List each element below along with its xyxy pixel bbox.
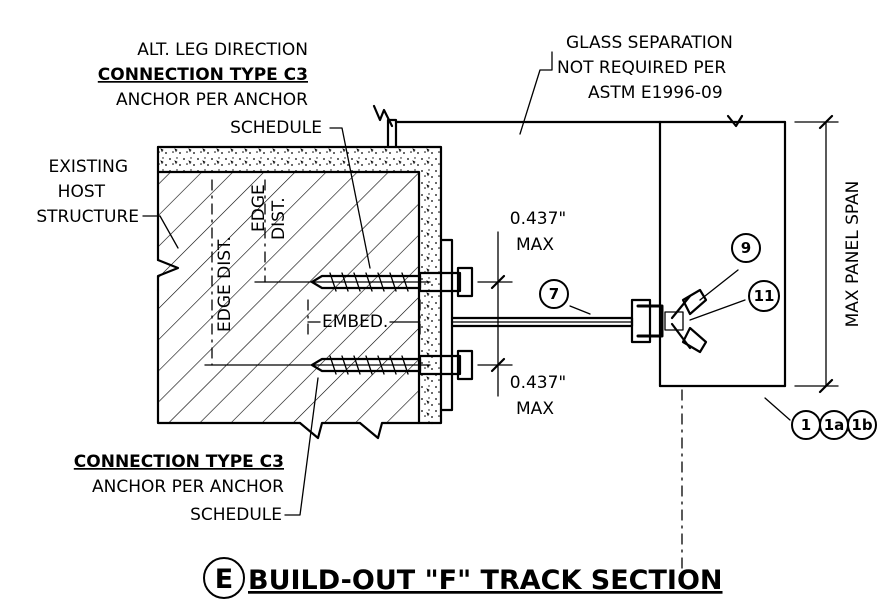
dim-top-label: 0.437" MAX [510,209,567,255]
title-text: BUILD-OUT "F" TRACK SECTION [248,565,723,596]
svg-text:1b: 1b [851,416,872,434]
dim-bot-label: 0.437" MAX [510,373,567,419]
dim-bot-max: MAX [516,399,554,419]
callout-1a: 1a [819,410,849,440]
edge-dist-inner-label-1: EDGE [249,184,269,232]
anchor-top [310,266,474,298]
callout-11: 11 [748,280,780,312]
leaders [142,51,791,516]
existing-label-1: EXISTING [49,157,128,177]
conn-type-bot-label: CONNECTION TYPE C3 [74,452,284,472]
svg-text:11: 11 [754,287,775,305]
edge-dist-inner-label-2: DIST. [269,197,289,240]
conn-type-top-label: CONNECTION TYPE C3 [98,65,308,85]
alt-leg-label: ALT. LEG DIRECTION [137,40,308,60]
glass-separation-label: GLASS SEPARATION NOT REQUIRED PER ASTM E… [557,33,733,103]
alt-leg-stud [372,104,787,149]
dim-437-lines [477,231,513,397]
break-line-left [156,258,180,292]
top-left-callout: ALT. LEG DIRECTION CONNECTION TYPE C3 AN… [98,40,322,138]
glass-label-3: ASTM E1996-09 [588,83,723,103]
dim-bot-value: 0.437" [510,373,567,393]
f-track-clip [630,288,708,354]
dim-top-max: MAX [516,235,554,255]
callout-9: 9 [731,233,761,263]
svg-text:7: 7 [549,285,559,303]
glass-label-2: NOT REQUIRED PER [557,58,726,78]
callout-7: 7 [539,279,569,309]
anchor-bot-label-1: ANCHOR PER ANCHOR [92,477,284,497]
bottom-left-callout: CONNECTION TYPE C3 ANCHOR PER ANCHOR SCH… [74,452,284,525]
stucco-side [419,172,441,423]
edge-dist-outer-label: EDGE DIST. [215,236,235,332]
anchor-bot-label-2: SCHEDULE [190,505,282,525]
stucco-top [158,147,441,172]
existing-label-3: STRUCTURE [36,207,139,227]
concrete-hatch [158,172,420,423]
svg-text:1: 1 [801,416,811,434]
break-line-bottom-2 [358,421,434,440]
anchor-top-label-2: SCHEDULE [230,118,322,138]
break-line-bottom-1 [298,421,362,440]
section-title: E BUILD-OUT "F" TRACK SECTION [203,557,723,599]
host-structure [156,145,443,440]
existing-host-label: EXISTING HOST STRUCTURE [36,157,139,227]
dim-top-value: 0.437" [510,209,567,229]
panel [658,120,787,581]
callout-1b: 1b [847,410,877,440]
svg-text:1a: 1a [824,416,845,434]
callout-1: 1 [791,410,821,440]
anchor-bottom [310,349,474,381]
max-panel-span-dim [794,114,839,394]
anchor-top-label-1: ANCHOR PER ANCHOR [116,90,308,110]
title-letter: E [215,564,233,595]
existing-label-2: HOST [58,182,106,202]
embed-label: EMBED. [322,312,388,332]
glass-label-1: GLASS SEPARATION [566,33,733,53]
svg-text:9: 9 [741,239,751,257]
max-panel-span-label: MAX PANEL SPAN [843,181,863,328]
